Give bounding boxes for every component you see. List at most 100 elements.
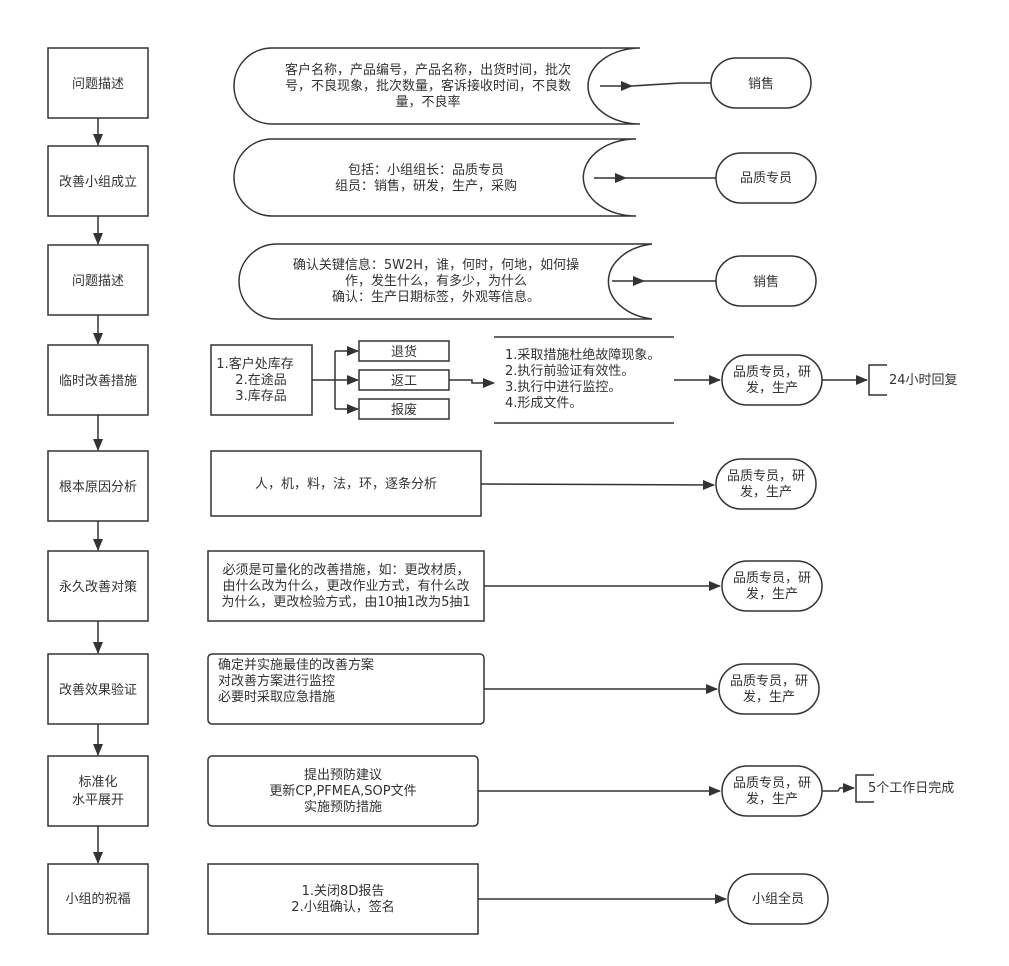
detail-9-line-1: 1.关闭8D报告 [302, 884, 385, 899]
disposition-box-scrap: 报废 [358, 398, 450, 420]
svg-text:更新CP,PFMEA,SOP文件: 更新CP,PFMEA,SOP文件 [269, 783, 416, 799]
detail-box-5: 人，机，料，法，环，逐条分析 [210, 450, 482, 517]
detail-7-line-2: 对改善方案进行监控 [218, 673, 335, 689]
svg-text:包括：小组组长：品质专员: 包括：小组组长：品质专员 [348, 163, 504, 178]
svg-text:品质专员，研: 品质专员，研 [733, 571, 811, 586]
owner-4-line-2: 发，生产 [746, 380, 798, 396]
detail-shape-1: 客户名称，产品编号，产品名称，出货时间，批次 号，不良现象，批次数量，客诉接收时… [233, 47, 641, 125]
svg-text:3.执行中进行监控。: 3.执行中进行监控。 [505, 380, 621, 395]
svg-text:销售: 销售 [753, 274, 779, 290]
svg-text:对改善方案进行监控: 对改善方案进行监控 [218, 673, 335, 689]
step-4-label: 临时改善措施 [59, 373, 137, 389]
owner-9-line-1: 小组全员 [752, 891, 804, 907]
svg-text:作，发生什么，有多少，为什么: 作，发生什么，有多少，为什么 [345, 273, 527, 289]
step-9-label: 小组的祝福 [65, 891, 130, 907]
owner-pill-2: 品质专员 [715, 152, 817, 204]
owner-2-line-1: 品质专员 [740, 171, 792, 186]
temp-action-1: 1.采取措施杜绝故障现象。 [505, 347, 660, 363]
svg-text:临时改善措施: 临时改善措施 [59, 373, 137, 389]
svg-text:发，生产: 发，生产 [746, 791, 798, 807]
detail-2-line-2: 组员：销售，研发，生产，采购 [335, 178, 517, 194]
svg-text:组员：销售，研发，生产，采购: 组员：销售，研发，生产，采购 [335, 178, 517, 194]
step-box-1: 问题描述 [47, 47, 149, 119]
step-7-label: 改善效果验证 [59, 682, 137, 698]
step-box-8: 标准化 水平展开 [47, 755, 149, 827]
svg-text:小组全员: 小组全员 [752, 891, 804, 907]
detail-box-4: 1.客户处库存 2.在途品 3.库存品 [210, 344, 313, 416]
step-box-4: 临时改善措施 [47, 344, 149, 416]
svg-text:发，生产: 发，生产 [746, 380, 798, 396]
disposition-box-return: 退货 [358, 340, 450, 362]
owner-pill-7: 品质专员，研 发，生产 [718, 663, 820, 715]
annotation-24h-text: 24小时回复 [889, 373, 958, 388]
svg-text:销售: 销售 [748, 76, 774, 92]
disposition-scrap-label: 报废 [391, 402, 417, 418]
owner-6-line-1: 品质专员，研 [733, 571, 811, 586]
svg-text:2.小组确认，签名: 2.小组确认，签名 [291, 899, 394, 915]
svg-text:1.采取措施杜绝故障现象。: 1.采取措施杜绝故障现象。 [505, 347, 660, 363]
step-3-label: 问题描述 [72, 274, 124, 289]
svg-text:由什么改为什么，更改作业方式，有什么改: 由什么改为什么，更改作业方式，有什么改 [222, 578, 469, 594]
disposition-rework-label: 返工 [391, 374, 417, 389]
detail-8-line-3: 实施预防措施 [304, 799, 382, 815]
detail-box-9: 1.关闭8D报告 2.小组确认，签名 [207, 863, 479, 935]
step-box-5: 根本原因分析 [47, 450, 149, 522]
svg-text:5个工作日完成: 5个工作日完成 [868, 781, 954, 796]
detail-9-line-2: 2.小组确认，签名 [291, 899, 394, 915]
step-box-3: 问题描述 [47, 244, 149, 316]
detail-4-line-1: 1.客户处库存 [216, 356, 293, 372]
detail-7-line-1: 确定并实施最佳的改善方案 [218, 657, 374, 673]
owner-1-line-1: 销售 [748, 76, 774, 92]
owner-7-line-1: 品质专员，研 [730, 674, 808, 689]
owner-6-line-2: 发，生产 [746, 586, 798, 602]
detail-7-line-3: 必要时采取应急措施 [218, 689, 335, 705]
owner-pill-1: 销售 [710, 57, 812, 109]
svg-text:确认关键信息：5W2H，谁，何时，何地，如何操: 确认关键信息：5W2H，谁，何时，何地，如何操 [293, 257, 579, 273]
svg-text:品质专员，研: 品质专员，研 [727, 469, 805, 484]
svg-text:永久改善对策: 永久改善对策 [59, 579, 137, 595]
owner-7-line-2: 发，生产 [743, 689, 795, 705]
svg-text:标准化: 标准化 [78, 775, 117, 790]
step-1-label: 问题描述 [72, 77, 124, 92]
svg-text:客户名称，产品编号，产品名称，出货时间，批次: 客户名称，产品编号，产品名称，出货时间，批次 [285, 62, 571, 78]
detail-box-8: 提出预防建议 更新CP,PFMEA,SOP文件 实施预防措施 [207, 755, 479, 827]
owner-pill-4: 品质专员，研 发，生产 [721, 354, 823, 406]
svg-text:2.执行前验证有效性。: 2.执行前验证有效性。 [505, 363, 634, 379]
owner-5-line-2: 发，生产 [740, 484, 792, 500]
svg-text:品质专员，研: 品质专员，研 [733, 776, 811, 791]
svg-text:品质专员，研: 品质专员，研 [730, 674, 808, 689]
svg-text:报废: 报废 [391, 402, 417, 418]
owner-5-line-1: 品质专员，研 [727, 469, 805, 484]
svg-text:发，生产: 发，生产 [740, 484, 792, 500]
disposition-branches [312, 346, 359, 414]
owner-4-line-1: 品质专员，研 [733, 365, 811, 380]
svg-text:2.在途品: 2.在途品 [235, 372, 286, 388]
detail-box-6: 必须是可量化的改善措施，如：更改材质， 由什么改为什么，更改作业方式，有什么改 … [207, 550, 485, 622]
svg-text:3.库存品: 3.库存品 [235, 388, 286, 404]
detail-8-line-2: 更新CP,PFMEA,SOP文件 [269, 783, 416, 799]
owner-pill-6: 品质专员，研 发，生产 [721, 560, 823, 612]
svg-text:改善小组成立: 改善小组成立 [59, 174, 137, 190]
svg-text:小组的祝福: 小组的祝福 [65, 891, 130, 907]
step-5-label: 根本原因分析 [59, 480, 137, 495]
svg-text:量，不良率: 量，不良率 [395, 94, 460, 110]
temp-action-2: 2.执行前验证有效性。 [505, 363, 634, 379]
step-2-label: 改善小组成立 [59, 174, 137, 190]
svg-text:4.形成文件。: 4.形成文件。 [505, 396, 582, 411]
svg-text:1.客户处库存: 1.客户处库存 [216, 356, 293, 372]
detail-4-line-3: 3.库存品 [235, 388, 286, 404]
detail-1-line-1: 客户名称，产品编号，产品名称，出货时间，批次 [285, 62, 571, 78]
detail-3-line-3: 确认：生产日期标签，外观等信息。 [332, 289, 540, 305]
svg-text:品质专员: 品质专员 [740, 171, 792, 186]
step-box-6: 永久改善对策 [47, 550, 149, 622]
temp-actions-block: 1.采取措施杜绝故障现象。 2.执行前验证有效性。 3.执行中进行监控。 4.形… [494, 336, 674, 424]
annotation-5days: 5个工作日完成 [822, 774, 954, 803]
temp-action-3: 3.执行中进行监控。 [505, 380, 621, 395]
detail-3-line-1: 确认关键信息：5W2H，谁，何时，何地，如何操 [293, 257, 579, 273]
detail-1-line-3: 量，不良率 [395, 94, 460, 110]
svg-text:号，不良现象，批次数量，客诉接收时间，不良数: 号，不良现象，批次数量，客诉接收时间，不良数 [285, 78, 571, 94]
svg-text:必须是可量化的改善措施，如：更改材质，: 必须是可量化的改善措施，如：更改材质， [222, 562, 469, 578]
svg-text:问题描述: 问题描述 [72, 77, 124, 92]
detail-4-line-2: 2.在途品 [235, 372, 286, 388]
svg-text:改善效果验证: 改善效果验证 [59, 682, 137, 698]
